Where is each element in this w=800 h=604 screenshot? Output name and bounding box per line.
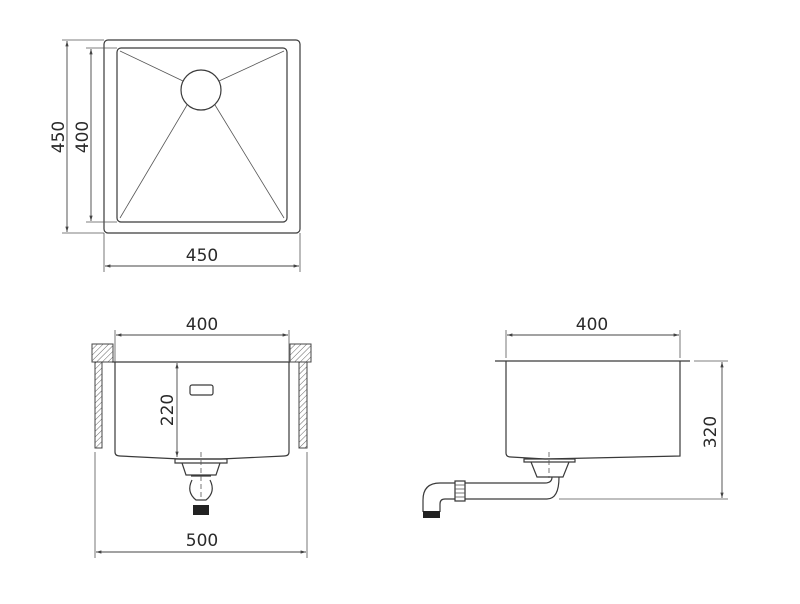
dimension-width: 450 [103, 233, 301, 272]
pipe-elbow [422, 482, 455, 512]
sink-bowl-section [114, 362, 290, 460]
front-view: 400 220 500 [91, 315, 312, 558]
drain-strainer [174, 458, 228, 476]
drain-outlet [193, 505, 209, 515]
top-view: 450 400 450 [49, 39, 301, 272]
dimension-label: 320 [701, 416, 721, 448]
countertop-right [289, 343, 312, 363]
dimension-label: 450 [49, 121, 69, 153]
dimension-label: 450 [186, 246, 218, 266]
slope-lines [119, 50, 285, 219]
dimension-label: 220 [158, 394, 178, 426]
cabinet-wall-left [94, 361, 103, 449]
sink-bowl [116, 47, 288, 223]
dimension-cabinet-width: 500 [94, 452, 308, 558]
dimension-label: 500 [186, 531, 218, 551]
sink-outer-rim [103, 39, 301, 234]
drain-pipe [465, 476, 560, 500]
dimension-label: 400 [576, 315, 608, 335]
pipe-outlet [423, 511, 440, 518]
pipe-nut [454, 480, 466, 502]
dimension-inner-width: 400 [114, 315, 290, 362]
overflow-slot [189, 384, 214, 396]
dimension-outer-height: 450 [49, 39, 104, 234]
side-view: 400 320 [422, 315, 728, 518]
cabinet-wall-right [298, 361, 308, 449]
dimension-label: 400 [73, 121, 93, 153]
dimension-inner-height: 400 [73, 47, 117, 223]
dimension-width-side: 400 [505, 315, 681, 358]
dimension-label: 400 [186, 315, 218, 335]
dimension-depth: 220 [158, 363, 179, 457]
drain-strainer-side [523, 458, 576, 478]
dimension-height-side: 320 [559, 360, 728, 500]
drain-circle [180, 69, 222, 111]
sink-bowl-side [505, 361, 681, 460]
countertop-left [91, 343, 114, 363]
